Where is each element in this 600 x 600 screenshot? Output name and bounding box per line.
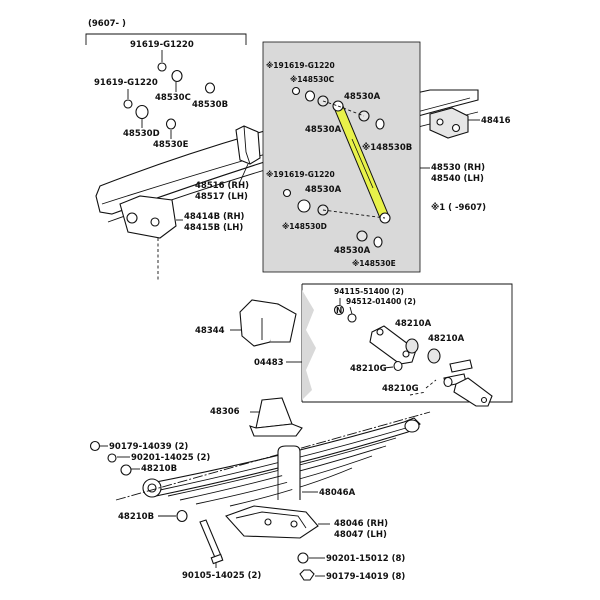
label-48306: 48306	[210, 407, 240, 417]
label-b-48530b: ※148530B	[362, 142, 412, 153]
date-range-bracket: (9607- )	[85, 19, 247, 45]
label-48516-rh: 48516 (RH)	[195, 181, 249, 191]
nut-91619-left	[123, 99, 133, 109]
bushing-b-48530d	[297, 199, 311, 213]
shackle-box-outline	[302, 283, 513, 403]
spring-hanger-48516: 48516 (RH) 48517 (LH)	[195, 125, 261, 202]
date-range-label: (9607- )	[88, 19, 126, 29]
label-91619-g1220-left: 91619-G1220	[94, 78, 158, 88]
u-bolt-48046a: 48046A	[277, 445, 356, 500]
n-marker-icon	[333, 304, 345, 316]
shock-panel-background	[262, 41, 421, 273]
bushing-b-48530e	[373, 236, 383, 248]
label-b-91619-lower: ※191619-G1220	[266, 170, 335, 179]
shock-absorber-panel: ※191619-G1220 ※148530C 48530A 48530A ※14…	[262, 41, 421, 273]
label-b-48530e: ※148530E	[352, 259, 396, 268]
label-48210g-2: 48210G	[382, 384, 419, 394]
label-48530b: 48530B	[192, 100, 228, 110]
spring-seat-48046: 48046 (RH) 48047 (LH)	[225, 505, 388, 540]
shackle-stud-1	[449, 359, 473, 373]
spring-seat-plate	[225, 505, 319, 539]
label-48210a-2: 48210A	[428, 334, 465, 344]
washer-90201-14025	[107, 453, 117, 463]
label-b-48530a-2: 48530A	[305, 125, 342, 135]
label-48530e: 48530E	[153, 140, 189, 150]
bump-stopper-bracket-48344: 48344	[195, 299, 297, 347]
nut-91619-top	[157, 62, 167, 72]
label-04483: 04483	[254, 358, 284, 368]
nut-90179-14019	[299, 569, 315, 581]
bushing-48210b-2	[176, 509, 188, 523]
bushing-48210a-1	[405, 338, 419, 354]
label-48530c: 48530C	[155, 93, 191, 103]
label-90179-14019: 90179-14019 (8)	[326, 572, 405, 582]
label-b-48530d: ※148530D	[282, 222, 327, 231]
label-48530-rh: 48530 (RH)	[431, 163, 485, 173]
label-48517-lh: 48517 (LH)	[195, 192, 248, 202]
bolt-90105-14025	[199, 519, 223, 561]
front-hardware-group: 90179-14039 (2) 90201-14025 (2) 48210B 4…	[89, 440, 210, 523]
bushing-b-48530c	[304, 90, 316, 102]
washer-94512	[347, 313, 357, 323]
label-94512: 94512-01400 (2)	[346, 297, 416, 306]
label-b-48530a-1: 48530A	[344, 92, 381, 102]
bushing-48210a-2	[427, 348, 441, 364]
label-48416: 48416	[481, 116, 511, 126]
label-48540-lh: 48540 (LH)	[431, 174, 484, 184]
shackle-detail-box: 94115-51400 (2) 94512-01400 (2) N 48210A…	[301, 283, 513, 407]
label-48210a-1: 48210A	[395, 319, 432, 329]
bushing-48530d	[135, 104, 149, 120]
label-90179-14039: 90179-14039 (2)	[109, 442, 188, 452]
bushing-48210g-1	[393, 360, 403, 372]
label-48047-lh: 48047 (LH)	[334, 530, 387, 540]
label-48046a: 48046A	[319, 488, 356, 498]
label-91619-g1220-top: 91619-G1220	[130, 40, 194, 50]
spring-rear-eye	[404, 419, 420, 433]
label-90201-14025: 90201-14025 (2)	[131, 453, 210, 463]
label-48414b-rh: 48414B (RH)	[184, 212, 245, 222]
spring-bracket-48414b: 48414B (RH) 48415B (LH)	[119, 195, 245, 280]
label-90201-15012: 90201-15012 (8)	[326, 554, 405, 564]
nut-b-upper	[291, 86, 301, 96]
bracket-48416	[429, 107, 469, 139]
label-b-48530a-3: 48530A	[305, 185, 342, 195]
bump-stopper-48306: 48306	[210, 397, 303, 437]
bracket-48414b	[119, 195, 177, 239]
label-48210b-1: 48210B	[141, 464, 177, 474]
note-1-range: ※1 ( -9607)	[431, 202, 486, 213]
label-48415b-lh: 48415B (LH)	[184, 223, 243, 233]
bracket-line	[85, 33, 247, 45]
nut-90179-14039	[89, 440, 101, 452]
bushing-48210b-1	[120, 464, 132, 476]
label-48210g-1: 48210G	[350, 364, 387, 374]
bushing-48530e	[165, 118, 177, 130]
label-b-91619-upper: ※191619-G1220	[266, 61, 335, 70]
label-b-48530c: ※148530C	[290, 75, 335, 84]
u-bolt	[277, 445, 301, 500]
label-48046-rh: 48046 (RH)	[334, 519, 388, 529]
washer-90201-15012	[297, 552, 309, 564]
upper-left-hardware-group: 91619-G1220 91619-G1220 48530C 48530B 48…	[94, 40, 228, 150]
stopper-48306	[255, 397, 293, 429]
bushing-b-48530a-4	[356, 230, 368, 242]
label-b-48530a-4: 48530A	[334, 246, 371, 256]
bushing-48530c	[171, 69, 183, 83]
label-48344: 48344	[195, 326, 225, 336]
label-48210b-2: 48210B	[118, 512, 154, 522]
bushing-b-48530b	[375, 118, 385, 130]
lower-hardware-group: 90105-14025 (2) 90201-15012 (8) 90179-14…	[182, 519, 405, 582]
nut-b-lower	[282, 188, 292, 198]
label-48530d: 48530D	[123, 129, 160, 139]
n-marker-letter: N	[336, 306, 342, 315]
label-90105-14025: 90105-14025 (2)	[182, 571, 261, 581]
frame-bracket-48416: 48416	[429, 107, 511, 139]
bushing-48530b	[204, 82, 216, 94]
label-94115: 94115-51400 (2)	[334, 287, 404, 296]
